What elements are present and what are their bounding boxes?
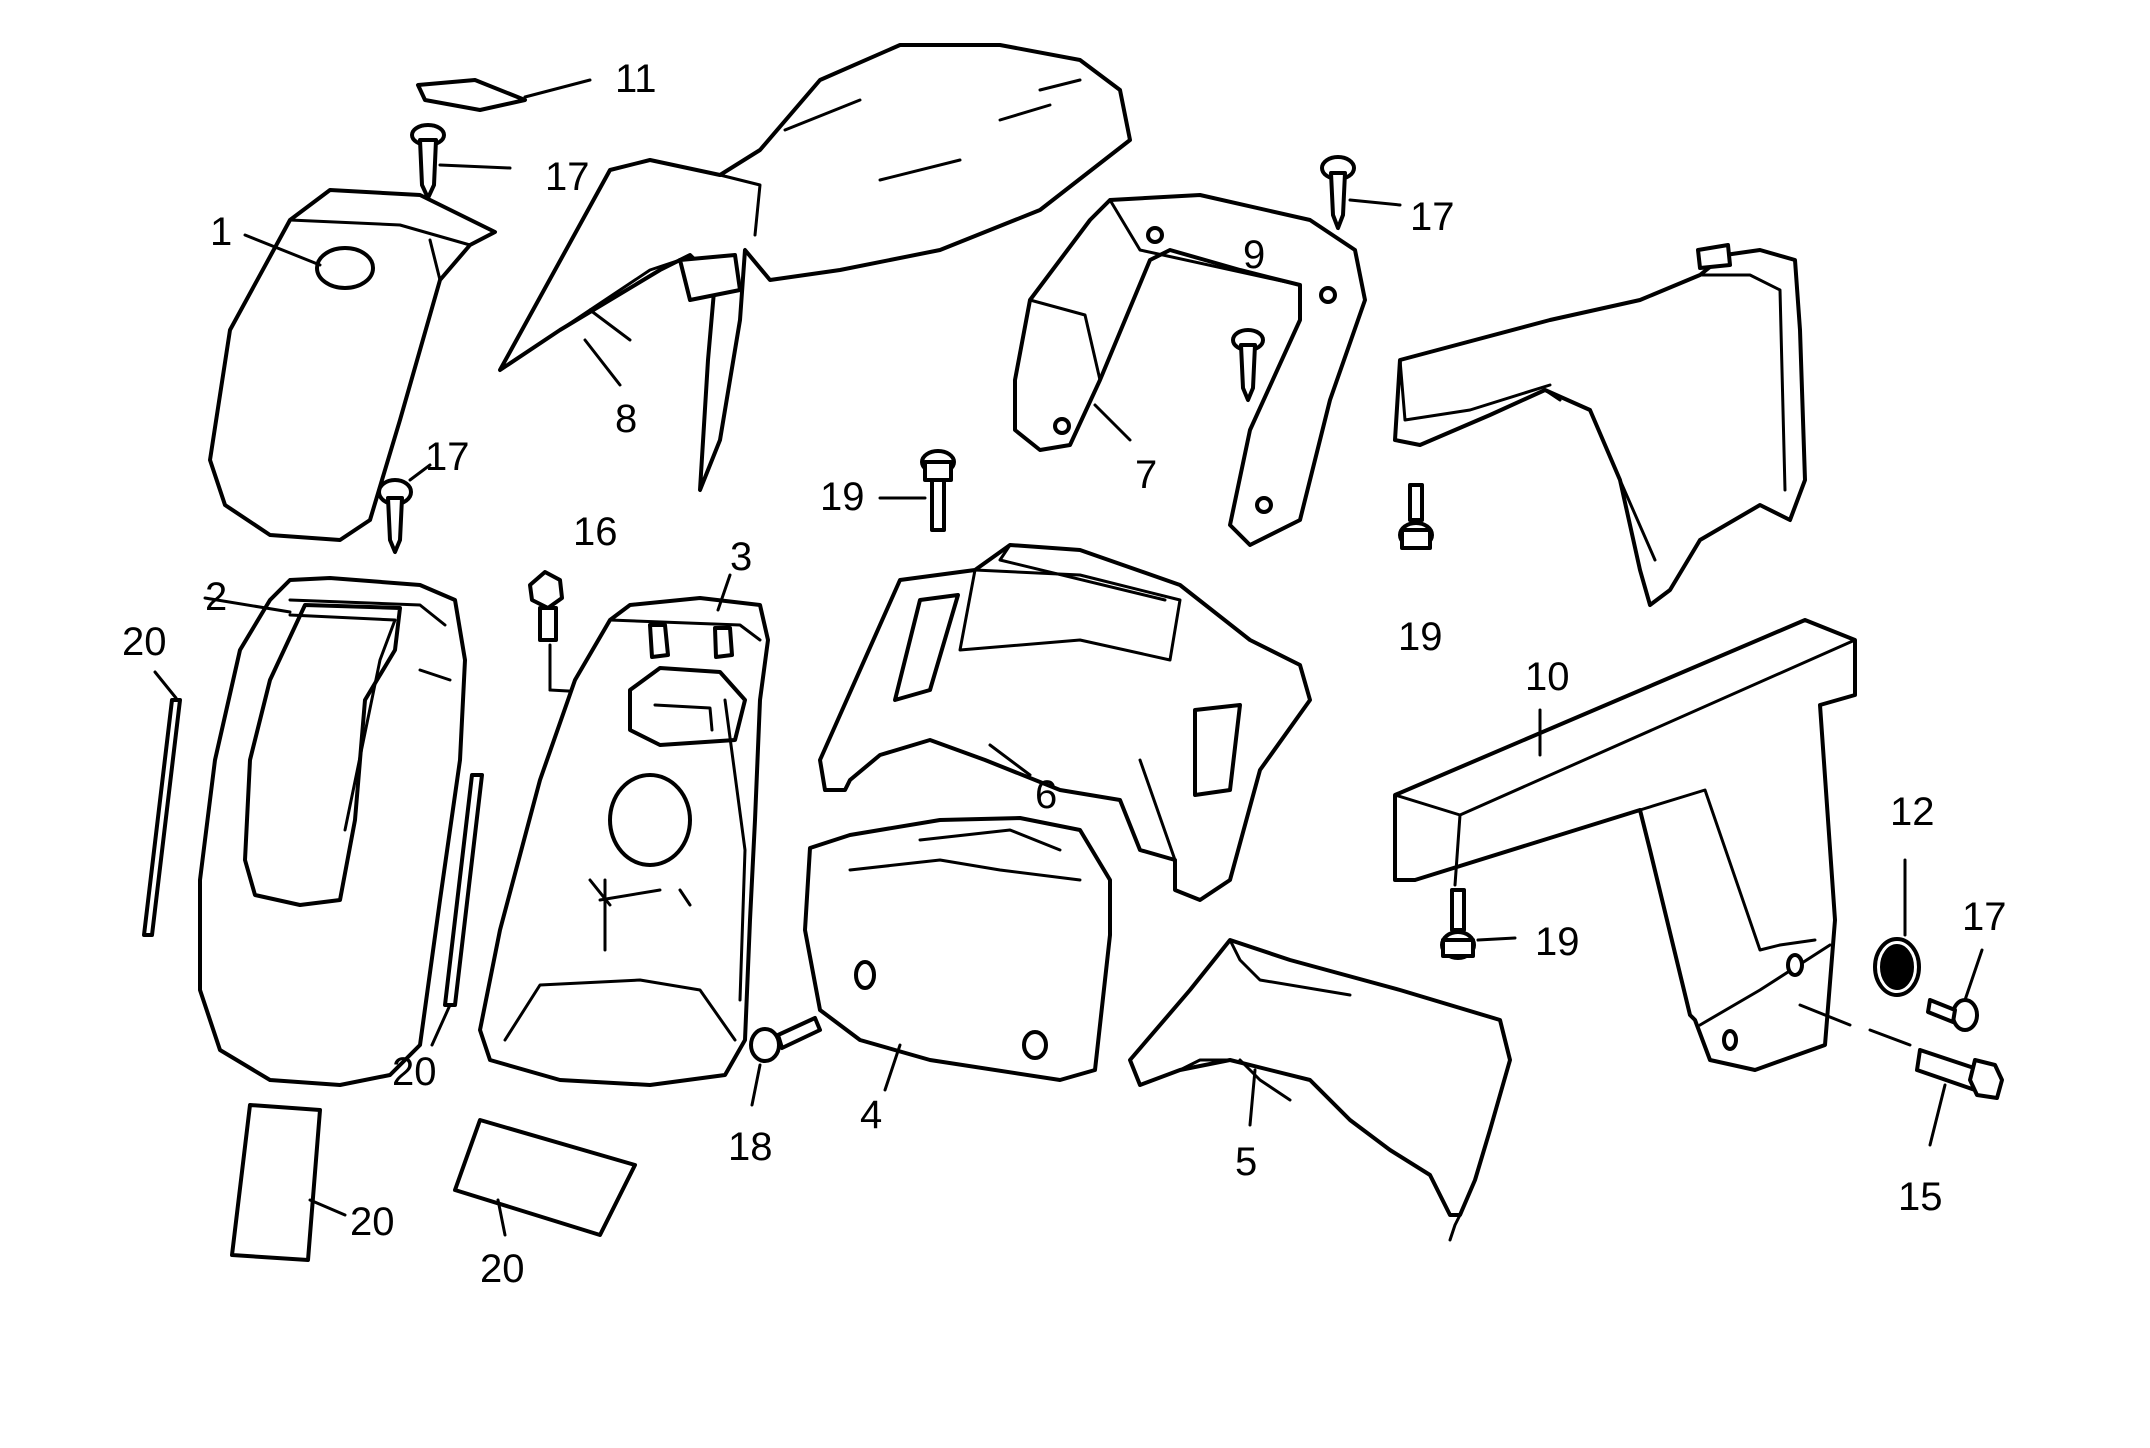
label-19-middle: 19	[820, 475, 865, 519]
part-4-lower-cover	[803, 816, 1112, 1092]
part-2-front-cover	[198, 576, 467, 1087]
part-9-side-panel-right	[1393, 243, 1807, 607]
label-11: 11	[615, 57, 657, 101]
screw-17-bottom-right	[1926, 948, 1984, 1032]
label-10: 10	[1525, 655, 1570, 699]
label-12: 12	[1890, 790, 1935, 834]
part-1-rear-fender	[208, 188, 497, 542]
label-17-top-left: 17	[545, 155, 590, 199]
label-6: 6	[1035, 773, 1057, 817]
bolt-18	[749, 1016, 822, 1107]
label-17-mid-left: 17	[425, 435, 470, 479]
screw-17-mid-left	[377, 463, 432, 554]
screw-17-top-right	[1320, 155, 1402, 230]
label-18: 18	[728, 1125, 773, 1169]
label-17-bottom-right: 17	[1962, 895, 2007, 939]
bolt-19-lower	[1440, 888, 1517, 960]
label-8: 8	[615, 397, 637, 441]
bolt-19-middle	[878, 449, 956, 532]
part-6-dash-cover	[818, 543, 1312, 902]
label-3: 3	[730, 535, 752, 579]
label-2: 2	[205, 575, 227, 619]
screw-part-7-center	[1231, 328, 1265, 402]
part-7-rear-carrier	[1013, 193, 1367, 547]
label-4: 4	[860, 1093, 882, 1137]
bolt-19-right-upper	[1398, 483, 1434, 550]
label-9: 9	[1243, 233, 1265, 277]
part-20-plate-small	[230, 1103, 347, 1262]
label-5: 5	[1235, 1140, 1257, 1184]
part-10-side-frame	[1393, 618, 1857, 1072]
label-20-left: 20	[122, 620, 167, 664]
label-19-lower: 19	[1535, 920, 1580, 964]
part-20-strip-middle	[430, 773, 484, 1047]
label-19-right-upper: 19	[1398, 615, 1443, 659]
label-15: 15	[1898, 1175, 1943, 1219]
label-7: 7	[1135, 453, 1157, 497]
label-1: 1	[210, 210, 232, 254]
part-20-plate-flat	[453, 1118, 637, 1237]
part-12-washer	[1873, 858, 1921, 997]
part-5-bottom-shield	[1128, 938, 1512, 1242]
label-16: 16	[573, 510, 618, 554]
screw-17-top-left	[410, 123, 512, 200]
label-20-plate-flat: 20	[480, 1247, 525, 1291]
callout-labels: 11 17 1 8 17 17 9 7 19 19 16 3 2 20 6 10…	[122, 57, 2007, 1291]
part-20-strip-left	[142, 670, 182, 937]
part-11-plate	[416, 78, 592, 112]
bolt-15	[1798, 1003, 2004, 1147]
label-17-top-right: 17	[1410, 195, 1455, 239]
label-20-middle: 20	[392, 1050, 437, 1094]
part-3-inner-housing	[478, 573, 770, 1087]
part-8-seat	[498, 43, 1132, 492]
label-20-plate-small: 20	[350, 1200, 395, 1244]
